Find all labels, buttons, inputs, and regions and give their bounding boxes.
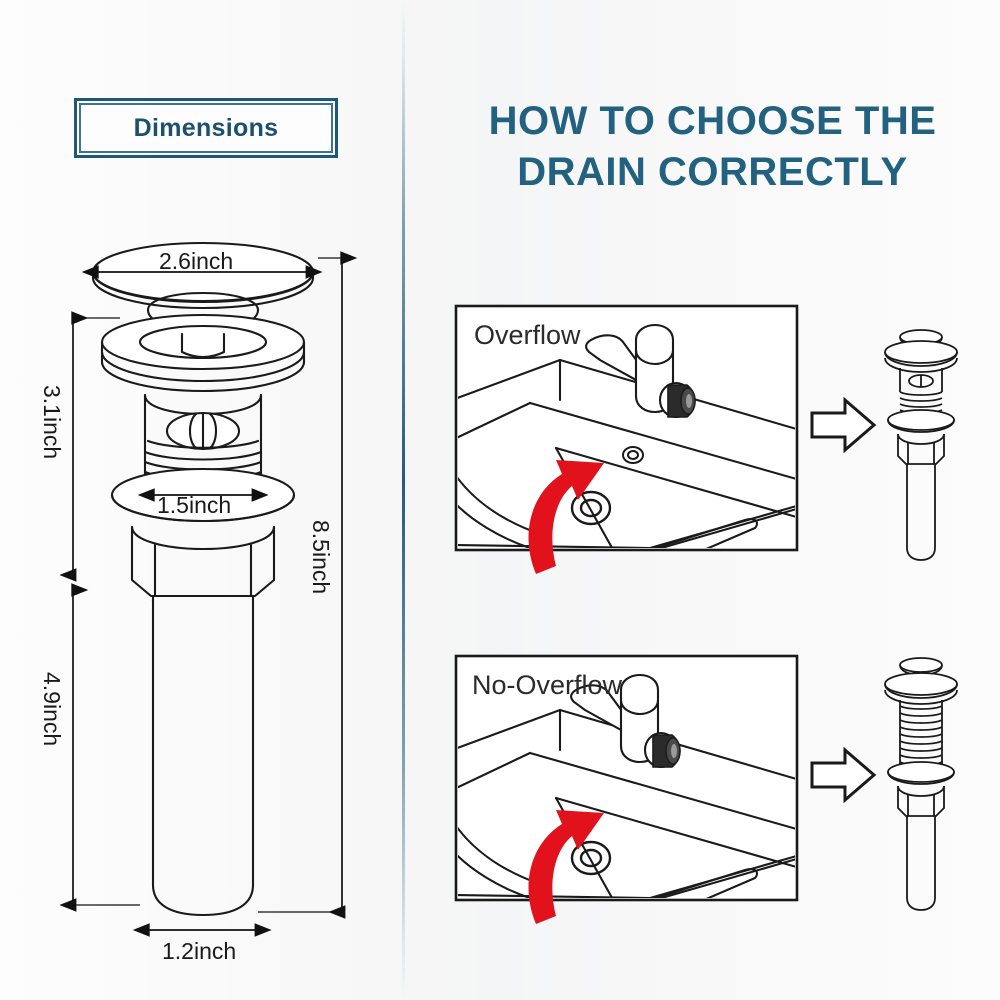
hollow-right-arrow-overflow bbox=[810, 396, 877, 454]
dim-label-cap-diameter: 2.6inch bbox=[159, 248, 234, 274]
faucet-no-overflow bbox=[570, 673, 660, 764]
basin-drain-hole-no-overflow bbox=[570, 840, 612, 876]
drain-without-overflow-slot bbox=[884, 657, 958, 911]
sink-without-overflow bbox=[458, 708, 795, 898]
faucet-aerator-no-overflow bbox=[643, 731, 681, 769]
drain-hex-nut bbox=[130, 525, 276, 598]
page-title: HOW TO CHOOSE THE DRAIN CORRECTLY bbox=[440, 96, 985, 198]
drain-with-overflow-slot bbox=[884, 329, 958, 561]
case-overflow bbox=[454, 304, 958, 574]
page-title-line-1: HOW TO CHOOSE THE bbox=[488, 99, 937, 143]
overflow-hole bbox=[622, 446, 644, 464]
overflow-panel-caption: Overflow bbox=[474, 320, 581, 350]
drain-tailpiece bbox=[151, 594, 255, 917]
no-overflow-panel-caption: No-Overflow bbox=[472, 670, 623, 700]
overflow-slot bbox=[165, 411, 241, 451]
red-pointer-arrow-no-overflow bbox=[528, 810, 604, 924]
red-pointer-arrow-overflow bbox=[528, 460, 604, 574]
basin-drain-hole-overflow bbox=[570, 490, 612, 526]
dimensions-badge-label: Dimensions bbox=[133, 113, 279, 142]
sink-with-overflow bbox=[458, 358, 795, 548]
dim-label-tailpiece-diameter: 1.2inch bbox=[162, 938, 237, 964]
drain-dimension-drawing bbox=[59, 241, 358, 937]
faucet-aerator-overflow bbox=[658, 381, 696, 419]
vertical-divider bbox=[402, 0, 405, 1000]
dimensions-badge: Dimensions bbox=[74, 98, 338, 158]
hollow-right-arrow-no-overflow bbox=[810, 746, 877, 804]
case-no-overflow bbox=[454, 654, 958, 924]
dim-label-flange-diameter: 1.5inch bbox=[157, 492, 232, 518]
page-title-line-2: DRAIN CORRECTLY bbox=[517, 150, 908, 195]
drain-upper-collar bbox=[100, 313, 306, 393]
